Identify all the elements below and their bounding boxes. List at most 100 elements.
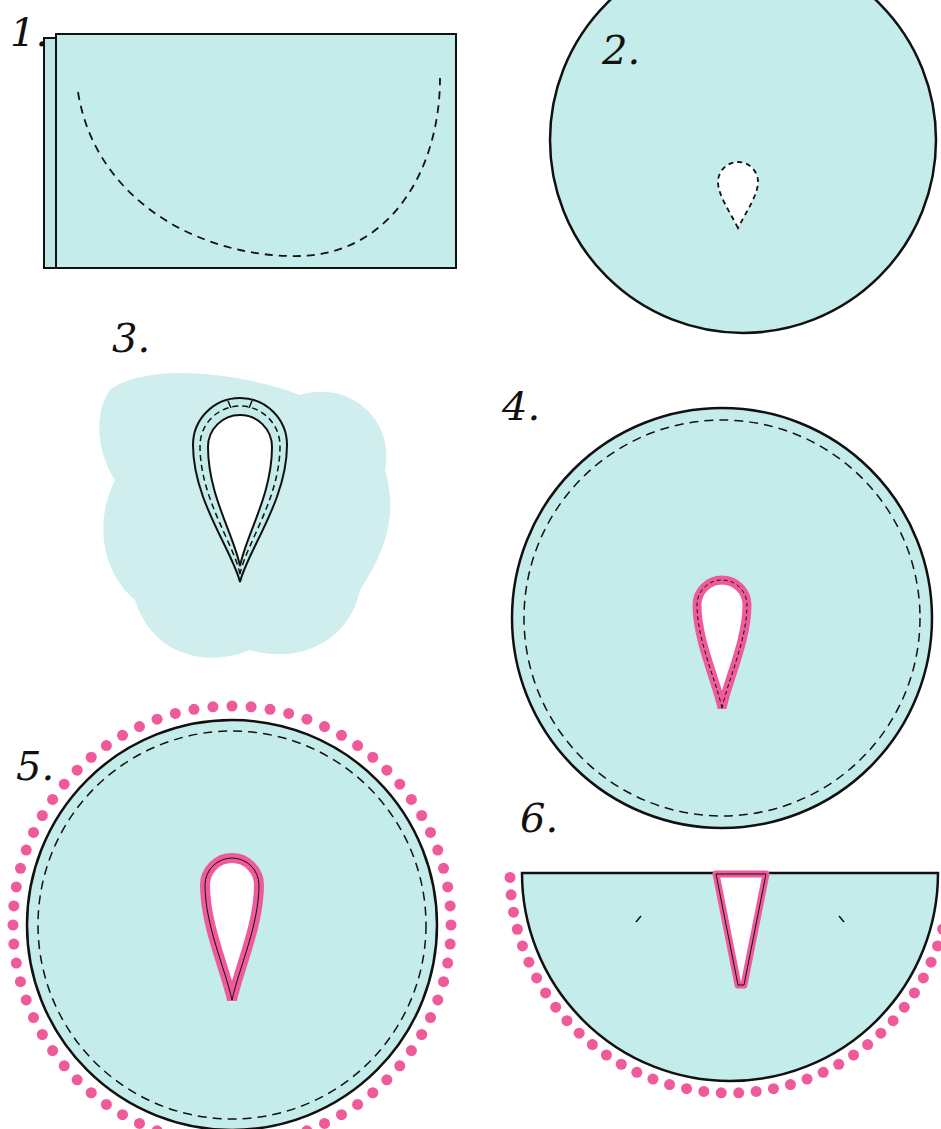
trim-dot (818, 1067, 829, 1078)
trim-dot (517, 940, 528, 951)
neck-closeup (99, 373, 390, 658)
trim-dot (246, 701, 257, 712)
trim-dot (561, 1015, 572, 1026)
trim-dot (733, 1087, 744, 1098)
trim-dot (301, 714, 312, 725)
trim-dot (425, 1012, 436, 1023)
trim-dot (601, 1050, 612, 1061)
trim-dot (28, 1012, 39, 1023)
trim-dot (416, 1029, 427, 1040)
trim-dot (698, 1086, 709, 1097)
trim-dot (394, 1060, 405, 1071)
trim-dot (72, 1074, 83, 1085)
trim-dot (768, 1083, 779, 1094)
trim-dot (11, 958, 22, 969)
trim-dot (59, 779, 70, 790)
step-number: 3. (112, 318, 150, 358)
step-number: 5. (16, 746, 54, 786)
fabric-circle (550, 0, 936, 333)
trim-dot (28, 827, 39, 838)
trim-dot (631, 1067, 642, 1078)
trim-dot (352, 740, 363, 751)
trim-dot (681, 1083, 692, 1094)
trim-dot (21, 994, 32, 1005)
trim-dot (802, 1074, 813, 1085)
trim-dot (445, 939, 456, 950)
trim-dot (833, 1059, 844, 1070)
trim-dot (37, 1029, 48, 1040)
step-number: 4. (502, 386, 540, 426)
trim-dot (438, 976, 449, 987)
trim-dot (207, 701, 218, 712)
trim-dot (352, 1099, 363, 1110)
trim-dot (716, 1087, 727, 1098)
trim-dot (888, 1015, 899, 1026)
trim-dot (647, 1074, 658, 1085)
folded-half-circle (505, 872, 941, 1098)
trim-dot (8, 900, 19, 911)
trim-dot (937, 924, 941, 935)
trim-dot (574, 1028, 585, 1039)
trim-dot (909, 987, 920, 998)
trim-dot (301, 1125, 312, 1129)
trim-dot (862, 1039, 873, 1050)
trim-dot (438, 863, 449, 874)
trim-dot (283, 708, 294, 719)
trim-dot (15, 976, 26, 987)
trim-dot (932, 940, 941, 951)
trim-dot (406, 1045, 417, 1056)
trim-dot (37, 810, 48, 821)
trim-dot (416, 810, 427, 821)
trim-dot (117, 1109, 128, 1120)
trim-dot (319, 1118, 330, 1129)
trim-dot (918, 972, 929, 983)
trim-dot (152, 1125, 163, 1129)
trim-dot (751, 1086, 762, 1097)
trim-dot (381, 765, 392, 776)
trim-dot (367, 752, 378, 763)
trim-dot (587, 1039, 598, 1050)
trim-dot (446, 920, 457, 931)
trim-dot (15, 863, 26, 874)
trim-dot (381, 1074, 392, 1085)
trim-dot (406, 794, 417, 805)
trim-dot (319, 721, 330, 732)
trim-dot (336, 730, 347, 741)
trim-dot (59, 1060, 70, 1071)
trim-dot (785, 1079, 796, 1090)
trim-dot (152, 714, 163, 725)
trim-dot (336, 1109, 347, 1120)
step-number: 6. (520, 798, 558, 838)
trim-dot (8, 920, 19, 931)
trim-dot (445, 900, 456, 911)
trim-dot (134, 1118, 145, 1129)
trim-dot (72, 765, 83, 776)
step-number: 1. (10, 12, 48, 52)
trim-dot (512, 924, 523, 935)
trim-dot (227, 701, 238, 712)
trim-dot (188, 704, 199, 715)
trim-dot (134, 721, 145, 732)
trim-dot (432, 845, 443, 856)
trim-dot (442, 881, 453, 892)
trim-dot (47, 1045, 58, 1056)
trim-dot (508, 907, 519, 918)
trim-dot (926, 957, 937, 968)
trim-dot (505, 872, 516, 883)
trim-dot (47, 794, 58, 805)
trim-dot (506, 889, 517, 900)
step-number: 2. (602, 30, 640, 70)
trim-dot (540, 987, 551, 998)
trim-dot (848, 1050, 859, 1061)
trim-dot (899, 1002, 910, 1013)
trim-dot (86, 1087, 97, 1098)
trimmed-circle (8, 701, 457, 1129)
trim-dot (8, 939, 19, 950)
trim-dot (550, 1002, 561, 1013)
bound-circle (512, 408, 932, 828)
trim-dot (86, 752, 97, 763)
trim-dot (101, 740, 112, 751)
trim-dot (394, 779, 405, 790)
